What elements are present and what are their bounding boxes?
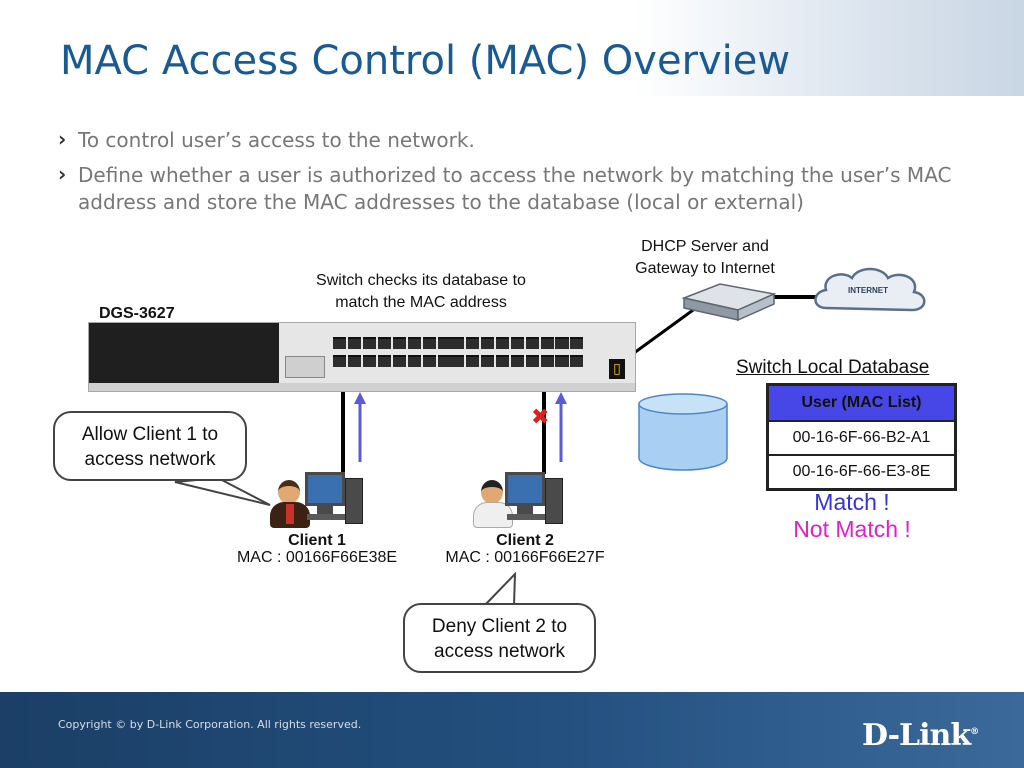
switch-port bbox=[481, 337, 494, 349]
bullet-text: Define whether a user is authorized to a… bbox=[78, 163, 952, 214]
switch-port bbox=[451, 355, 464, 367]
callout-deny-line: Deny Client 2 to bbox=[431, 616, 568, 637]
switch-port bbox=[438, 337, 451, 349]
bullet-item: › Define whether a user is authorized to… bbox=[58, 162, 958, 216]
switch-base bbox=[89, 383, 635, 391]
dlink-logo: D-Link® bbox=[862, 718, 979, 753]
bullet-text: To control user’s access to the network. bbox=[78, 128, 475, 152]
database-row: 00-16-6F-66-E3-8E bbox=[769, 454, 954, 488]
match-label: Match ! bbox=[814, 489, 890, 515]
client2-mac: MAC : 00166F66E27F bbox=[445, 549, 605, 566]
client2-user-icon bbox=[473, 480, 513, 528]
switch-port bbox=[511, 337, 524, 349]
database-table: User (MAC List) 00-16-6F-66-B2-A1 00-16-… bbox=[766, 383, 957, 491]
client2-arrow-head bbox=[555, 392, 567, 404]
switch-port bbox=[348, 337, 361, 349]
switch-port bbox=[363, 337, 376, 349]
switch-port bbox=[481, 355, 494, 367]
switch-port bbox=[496, 337, 509, 349]
switch-port bbox=[466, 337, 479, 349]
bullet-item: › To control user’s access to the networ… bbox=[58, 127, 958, 154]
callout-allow-line: Allow Client 1 to bbox=[81, 424, 219, 445]
internet-cloud-icon bbox=[814, 267, 926, 312]
database-header: User (MAC List) bbox=[769, 386, 954, 422]
switch-port bbox=[555, 337, 568, 349]
database-title: Switch Local Database bbox=[736, 357, 930, 378]
switch-port bbox=[570, 337, 583, 349]
switch-port bbox=[393, 355, 406, 367]
switch-port bbox=[378, 337, 391, 349]
callout-deny-tail bbox=[482, 571, 517, 606]
switch-port bbox=[363, 355, 376, 367]
switch-port bbox=[466, 355, 479, 367]
dhcp-label: DHCP Server and Gateway to Internet bbox=[612, 236, 798, 280]
switch-port bbox=[526, 337, 539, 349]
client2-name: Client 2 bbox=[496, 532, 554, 549]
dhcp-label-line: Gateway to Internet bbox=[635, 260, 775, 277]
switch-port bbox=[511, 355, 524, 367]
bullet-chevron-icon: › bbox=[58, 127, 67, 151]
switch-port bbox=[541, 337, 554, 349]
deny-x-icon: ✖ bbox=[531, 405, 550, 430]
switch-port bbox=[348, 355, 361, 367]
switch-port bbox=[408, 355, 421, 367]
callout-allow-line: access network bbox=[84, 449, 216, 470]
switch-device: ▯ bbox=[88, 322, 636, 392]
header-band bbox=[0, 0, 1024, 96]
bullet-chevron-icon: › bbox=[58, 162, 67, 186]
switch-ports bbox=[333, 337, 623, 379]
registered-mark: ® bbox=[970, 727, 979, 737]
database-row: 00-16-6F-66-B2-A1 bbox=[792, 429, 931, 446]
switch-port bbox=[333, 337, 346, 349]
switch-port bbox=[555, 355, 568, 367]
client1-computer-icon bbox=[305, 472, 363, 524]
console-port bbox=[285, 356, 325, 378]
switch-model-label: DGS-3627 bbox=[99, 305, 175, 322]
switch-router-link bbox=[633, 303, 701, 355]
switch-port bbox=[570, 355, 583, 367]
dhcp-label-line: DHCP Server and bbox=[641, 238, 769, 255]
switch-port bbox=[333, 355, 346, 367]
switch-port bbox=[541, 355, 554, 367]
client1-name: Client 1 bbox=[288, 532, 346, 549]
not-match-label: Not Match ! bbox=[793, 516, 911, 542]
switch-note-line: match the MAC address bbox=[335, 294, 507, 311]
internet-label: INTERNET bbox=[848, 286, 888, 295]
client1-arrow-head bbox=[354, 392, 366, 404]
callout-allow-tail bbox=[174, 476, 271, 506]
switch-port bbox=[423, 337, 436, 349]
callout-allow: Allow Client 1 to access network bbox=[53, 411, 247, 481]
client1-user-icon bbox=[268, 480, 312, 528]
switch-note-line: Switch checks its database to bbox=[316, 272, 526, 289]
switch-port bbox=[378, 355, 391, 367]
slide-title: MAC Access Control (MAC) Overview bbox=[60, 38, 791, 84]
client1-mac: MAC : 00166F66E38E bbox=[236, 549, 398, 566]
switch-faceplate bbox=[89, 323, 279, 383]
switch-port bbox=[526, 355, 539, 367]
switch-note: Switch checks its database to match the … bbox=[290, 270, 552, 314]
client2-computer-icon bbox=[505, 472, 563, 524]
callout-deny-line: access network bbox=[434, 641, 565, 662]
database-cylinder-icon bbox=[638, 393, 728, 471]
switch-port bbox=[496, 355, 509, 367]
callout-deny: Deny Client 2 to access network bbox=[403, 603, 596, 673]
copyright-text: Copyright © by D-Link Corporation. All r… bbox=[58, 718, 362, 731]
switch-port bbox=[393, 337, 406, 349]
switch-port bbox=[408, 337, 421, 349]
router-icon bbox=[681, 283, 776, 322]
switch-port bbox=[423, 355, 436, 367]
footer-band bbox=[0, 692, 1024, 768]
switch-port bbox=[451, 337, 464, 349]
dlink-logo-text: D-Link bbox=[862, 718, 971, 753]
switch-port bbox=[438, 355, 451, 367]
port-led-icon: ▯ bbox=[609, 359, 625, 379]
